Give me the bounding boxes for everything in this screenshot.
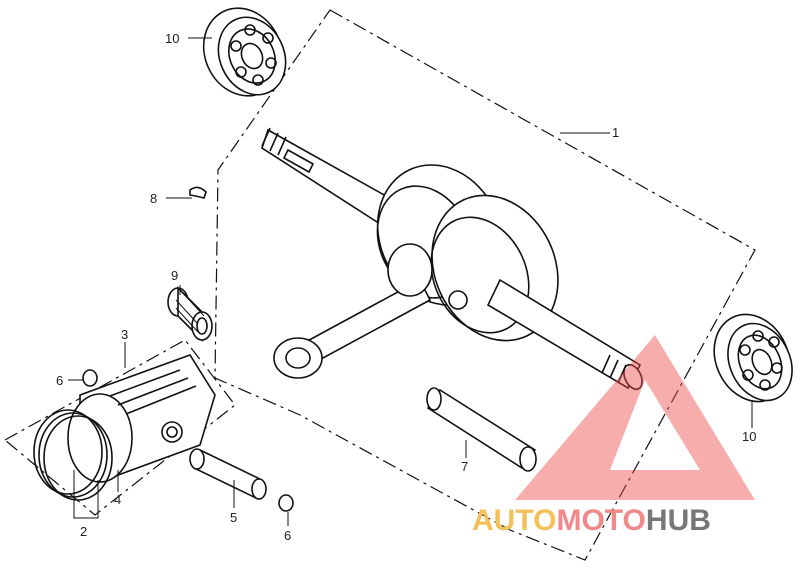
callout-9: 9 [171, 268, 178, 283]
callout-4: 4 [114, 492, 121, 507]
leader-lines [68, 37, 753, 526]
callout-3: 3 [121, 327, 128, 342]
watermark-logo [515, 335, 755, 500]
callout-7: 7 [461, 459, 468, 474]
callout-6-left: 6 [56, 373, 63, 388]
bearing-top [202, 7, 287, 97]
callout-8: 8 [150, 191, 157, 206]
watermark-text: AUTOMOTOHUB [472, 504, 711, 537]
piston-pin [189, 448, 267, 500]
callout-1: 1 [612, 125, 619, 140]
piston-rings [33, 409, 113, 501]
callout-2: 2 [80, 524, 87, 539]
watermark-auto: AUTO [472, 504, 556, 537]
callout-10-top: 10 [165, 31, 179, 46]
watermark-hub: HUB [646, 504, 711, 537]
crankshaft-assembly-boundary [214, 9, 756, 561]
woodruff-key [189, 186, 207, 199]
circlip-right [278, 494, 294, 512]
circlip-left [82, 369, 98, 387]
needle-bearing [167, 286, 213, 342]
bearing-right [713, 313, 793, 403]
piston-assembly-boundary [3, 339, 236, 516]
shaft-pin [426, 387, 537, 472]
crankshaft [261, 127, 643, 391]
callout-10-right: 10 [742, 429, 756, 444]
watermark-moto: MOTO [556, 504, 645, 537]
callout-6-right: 6 [284, 528, 291, 543]
callout-5: 5 [230, 510, 237, 525]
